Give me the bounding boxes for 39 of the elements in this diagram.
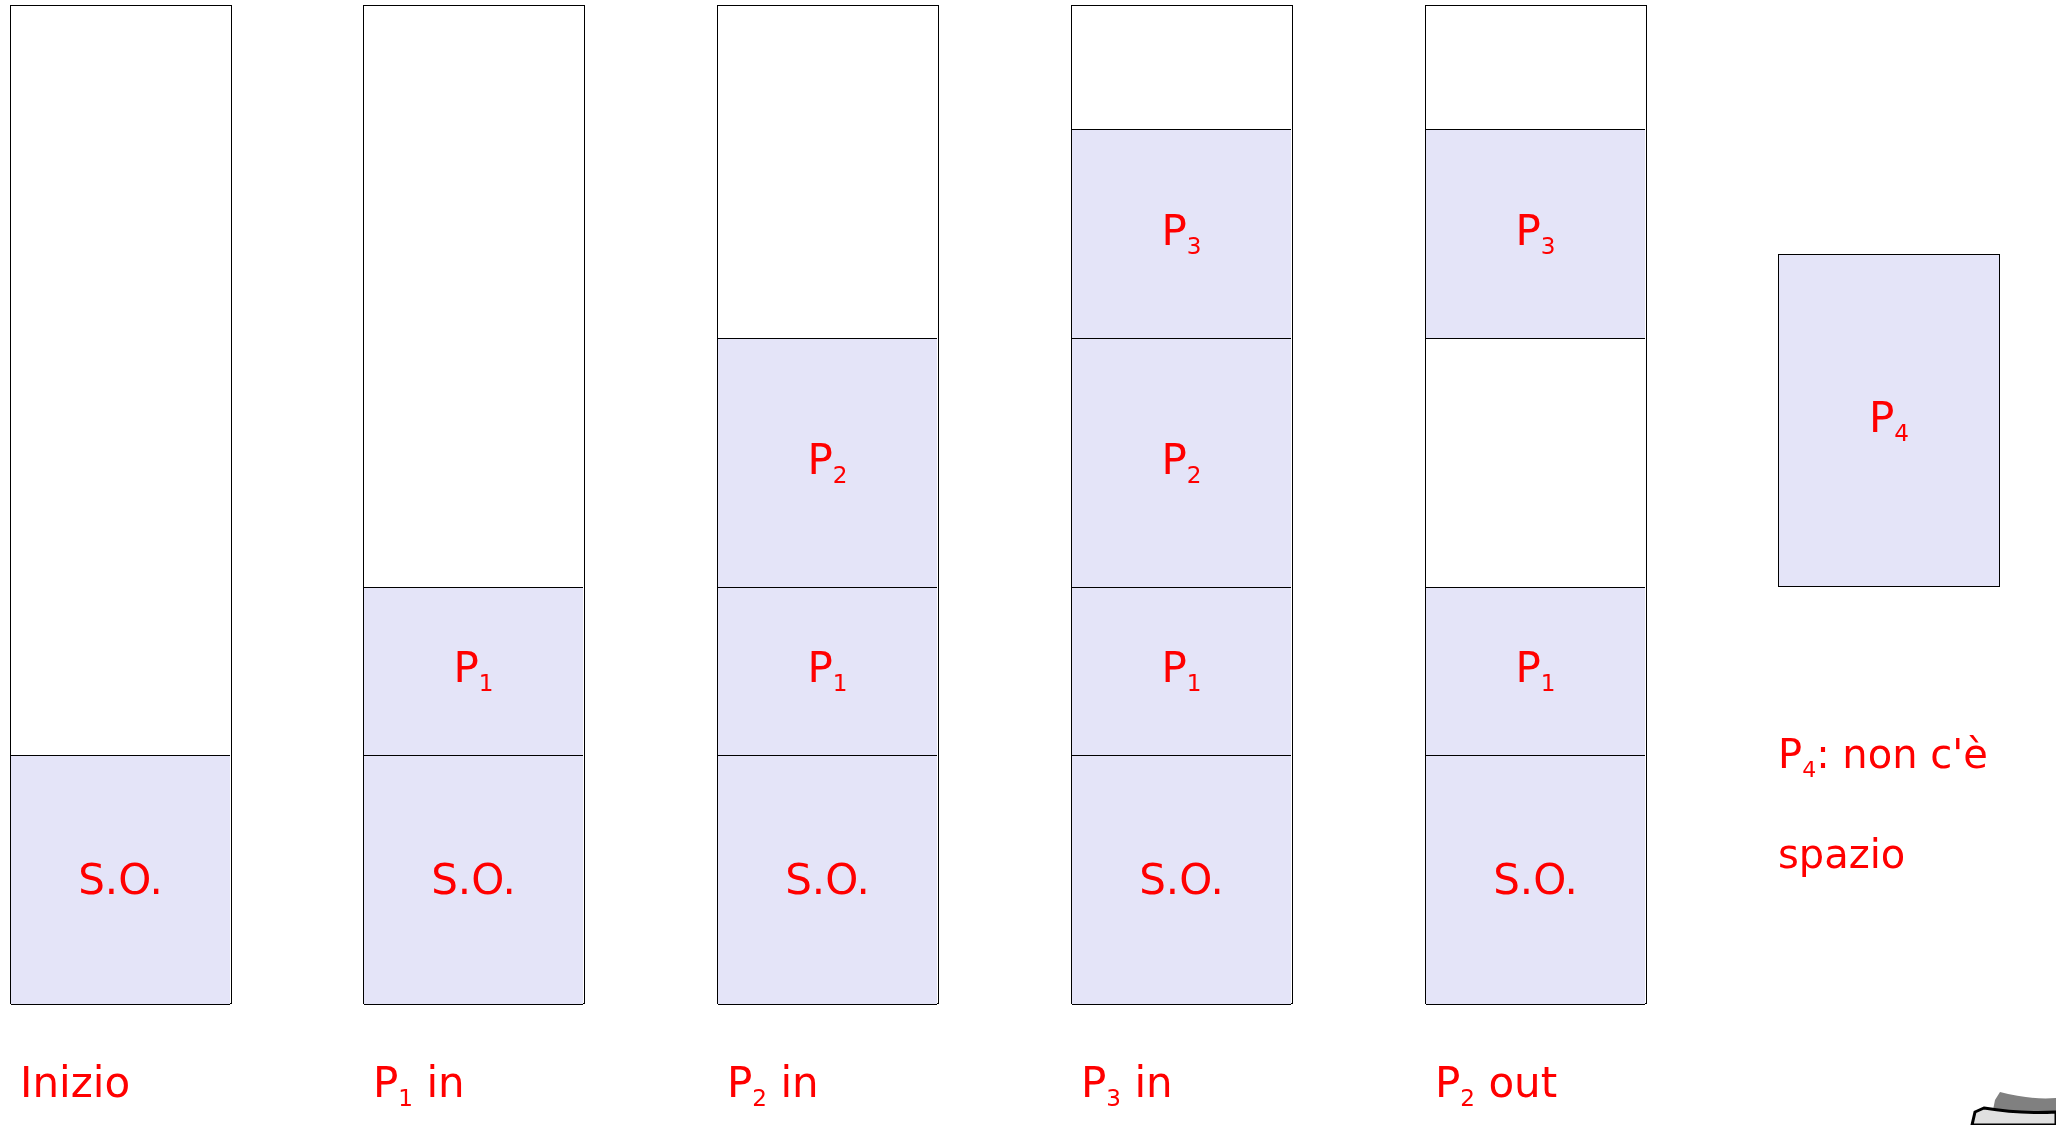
- block-label: P$_{4}$: [1869, 394, 1909, 447]
- step-label: Inizio: [20, 1058, 131, 1107]
- memory-block: [718, 754, 937, 1005]
- block-label: P$_{3}$: [1515, 207, 1556, 260]
- note-text: P$_{4}$: non c'è spazio: [1778, 730, 1989, 879]
- block-label: S.O.: [1493, 856, 1578, 903]
- memory-block: [11, 754, 230, 1005]
- memory-block: [1072, 337, 1291, 588]
- memory-column: [1071, 5, 1293, 1004]
- block-label: P$_{1}$: [1515, 645, 1556, 698]
- block-label: S.O.: [785, 856, 870, 903]
- step-label: P$_{3}$ in: [1081, 1058, 1173, 1112]
- memory-block: [1072, 128, 1291, 339]
- block-label: P$_{1}$: [807, 645, 848, 698]
- memory-block: [718, 586, 937, 756]
- step-label: P$_{2}$ in: [727, 1058, 819, 1112]
- memory-block: [364, 754, 583, 1005]
- memory-column: [363, 5, 585, 1004]
- block-label: P$_{3}$: [1161, 207, 1202, 260]
- memory-block: [1778, 254, 2000, 587]
- step-label: P$_{2}$ out: [1435, 1058, 1558, 1112]
- memory-block: [1426, 754, 1645, 1005]
- block-label: P$_{1}$: [453, 645, 494, 698]
- block-label: P$_{2}$: [807, 436, 848, 489]
- block-label: S.O.: [1139, 856, 1224, 903]
- memory-block: [1426, 586, 1645, 756]
- block-label: S.O.: [431, 856, 516, 903]
- memory-column: [717, 5, 939, 1004]
- block-label: S.O.: [78, 856, 163, 903]
- memory-block: [718, 337, 937, 588]
- memory-column: [1425, 5, 1647, 1004]
- memory-block: [364, 586, 583, 756]
- memory-block: [1426, 128, 1645, 339]
- step-label: P$_{1}$ in: [373, 1058, 465, 1112]
- memory-block: [1072, 754, 1291, 1005]
- block-label: P$_{2}$: [1161, 436, 1202, 489]
- memory-block: [1072, 586, 1291, 756]
- memory-column: [10, 5, 232, 1004]
- block-label: P$_{1}$: [1161, 645, 1202, 698]
